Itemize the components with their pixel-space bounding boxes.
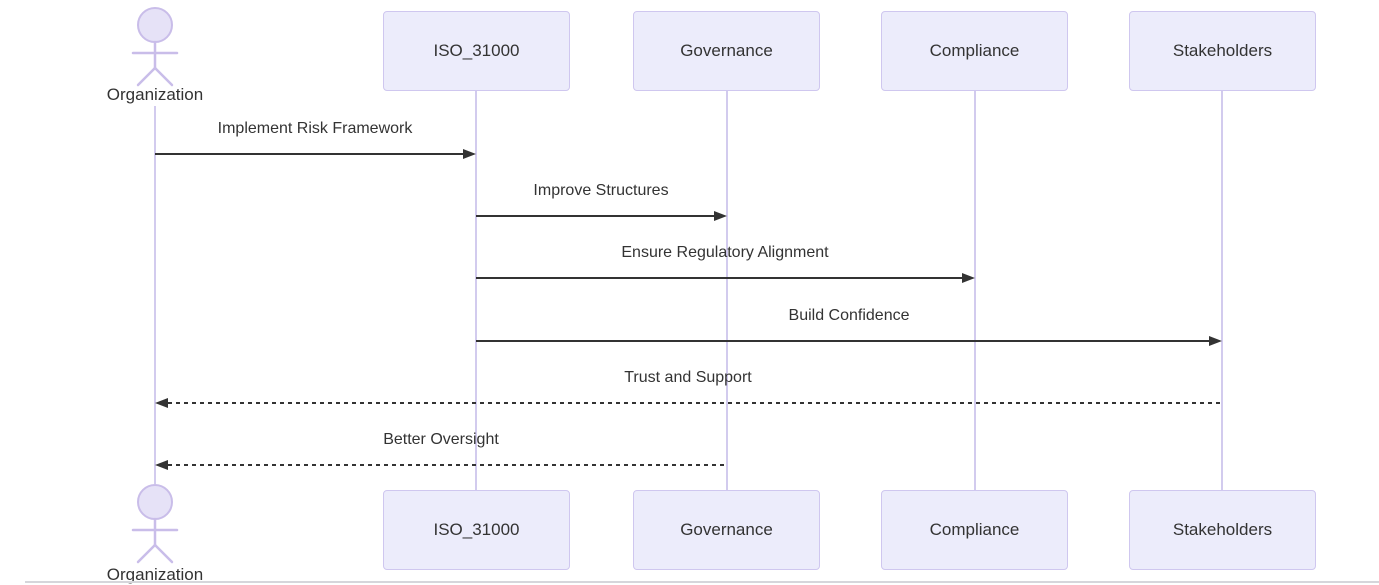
message-label: Trust and Support	[624, 369, 752, 386]
actor-leg-right	[153, 66, 174, 87]
participant-box-label: ISO_31000	[433, 520, 520, 539]
actor-leg-left	[136, 543, 157, 564]
message-line-dashed	[168, 464, 727, 466]
participant-label-organization-bottom: Organization	[106, 565, 204, 584]
participant-box-stakeholders-bottom: Stakeholders	[1129, 490, 1316, 570]
message-line	[476, 277, 962, 279]
lifeline-stakeholders	[1221, 91, 1223, 490]
lifeline-compliance	[974, 91, 976, 490]
lifeline-governance	[726, 91, 728, 490]
participant-box-iso-31000-top: ISO_31000	[383, 11, 570, 91]
message-line-dashed	[168, 402, 1222, 404]
participant-box-label: Compliance	[929, 520, 1020, 539]
arrowhead-left-icon	[155, 398, 168, 408]
actor-head	[137, 484, 173, 520]
arrowhead-right-icon	[1209, 336, 1222, 346]
person-icon-bottom	[131, 484, 179, 564]
message-label: Ensure Regulatory Alignment	[621, 244, 829, 261]
message-label: Build Confidence	[788, 307, 910, 324]
participant-box-label: Governance	[680, 41, 773, 60]
arrowhead-right-icon	[463, 149, 476, 159]
actor-leg-right	[153, 543, 174, 564]
participant-box-label: ISO_31000	[433, 41, 520, 60]
lifeline-iso-31000	[475, 91, 477, 490]
message-line	[476, 215, 714, 217]
message-label: Implement Risk Framework	[217, 120, 413, 137]
message-label: Better Oversight	[383, 431, 499, 448]
arrowhead-left-icon	[155, 460, 168, 470]
participant-box-compliance-bottom: Compliance	[881, 490, 1068, 570]
arrowhead-right-icon	[962, 273, 975, 283]
participant-label-organization-top: Organization	[106, 85, 204, 104]
message-line	[476, 340, 1209, 342]
message-label: Improve Structures	[533, 182, 669, 199]
participant-box-label: Governance	[680, 520, 773, 539]
participant-box-stakeholders-top: Stakeholders	[1129, 11, 1316, 91]
arrowhead-right-icon	[714, 211, 727, 221]
participant-box-label: Stakeholders	[1172, 520, 1273, 539]
person-icon-top	[131, 7, 179, 87]
participant-box-compliance-top: Compliance	[881, 11, 1068, 91]
participant-box-governance-bottom: Governance	[633, 490, 820, 570]
participant-box-label: Compliance	[929, 41, 1020, 60]
participant-box-label: Stakeholders	[1172, 41, 1273, 60]
message-line	[155, 153, 463, 155]
actor-leg-left	[136, 66, 157, 87]
bottom-edge-line	[25, 581, 1379, 583]
participant-box-governance-top: Governance	[633, 11, 820, 91]
actor-head	[137, 7, 173, 43]
participant-box-iso-31000-bottom: ISO_31000	[383, 490, 570, 570]
lifeline-organization	[154, 106, 156, 484]
